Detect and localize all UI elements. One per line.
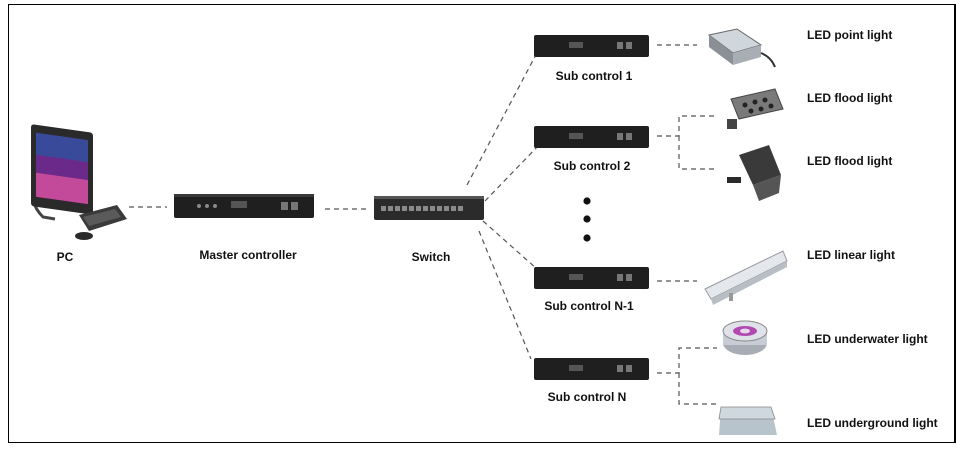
- sub-control-label: Sub control N: [547, 390, 627, 404]
- connector-switch-sub1: [466, 48, 540, 186]
- led-light-label: LED flood light: [807, 91, 893, 105]
- connector-switch-subn: [478, 230, 532, 360]
- pc-icon: [31, 124, 127, 240]
- master-controller-device: [174, 194, 314, 218]
- switch-label: Switch: [411, 250, 451, 264]
- led-light-label: LED underground light: [807, 416, 938, 430]
- connector-switch-subn1: [482, 220, 538, 270]
- sub-control-n-device: [534, 358, 649, 380]
- led-underwater-light-icon: [722, 320, 768, 355]
- sub-control-devices: [534, 35, 649, 380]
- sub-control-n1-device: [534, 267, 649, 289]
- diagram-frame: PC Master controller Switch Sub control …: [8, 4, 956, 443]
- ellipsis-dots: [583, 197, 591, 242]
- sub-control-label: Sub control N-1: [544, 299, 634, 313]
- led-light-label: LED point light: [807, 28, 893, 42]
- led-linear-light-icon: [704, 250, 788, 305]
- connector-sub2-flood2: [678, 136, 717, 170]
- sub-control-2-device: [534, 126, 649, 148]
- sub-control-label: Sub control 1: [555, 69, 633, 83]
- connector-switch-sub2: [484, 144, 540, 202]
- sub-control-1-device: [534, 35, 649, 57]
- led-underground-light-icon: [718, 406, 777, 435]
- led-flood-light-2-icon: [727, 145, 781, 201]
- led-flood-light-icon: [727, 88, 784, 129]
- sub-control-label: Sub control 2: [553, 159, 631, 173]
- led-light-label: LED underwater light: [807, 332, 928, 346]
- connector-subn-underwater: [657, 347, 717, 374]
- network-diagram: [31, 28, 788, 435]
- connector-lines: [129, 44, 717, 405]
- master-controller-label: Master controller: [199, 248, 297, 262]
- network-switch-device: [374, 196, 484, 220]
- pc-label: PC: [56, 250, 74, 264]
- led-light-label: LED linear light: [807, 248, 896, 262]
- connector-sub2-flood1: [657, 115, 717, 137]
- led-light-label: LED flood light: [807, 154, 893, 168]
- connector-subn-underground: [678, 373, 717, 405]
- led-point-light-icon: [707, 28, 776, 68]
